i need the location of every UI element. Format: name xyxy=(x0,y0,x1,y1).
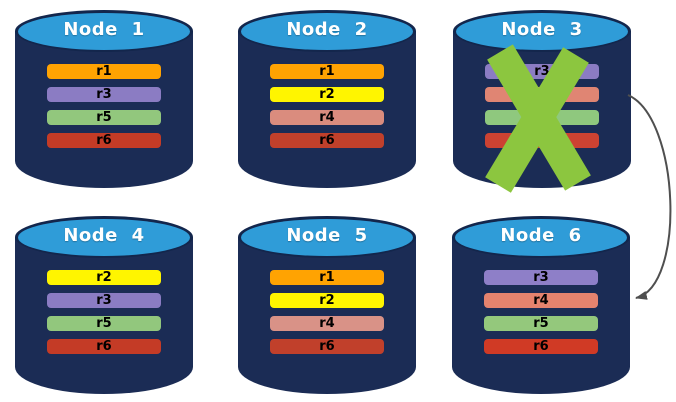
cylinder-top xyxy=(456,13,628,50)
failure-x-icon xyxy=(485,44,591,193)
node1-replica-r1: r1 xyxy=(47,64,161,79)
replica-label: r2 xyxy=(319,87,335,102)
node-3-title: Node 3 xyxy=(501,19,583,40)
replica-label: r2 xyxy=(319,293,335,308)
node4-replica-r6: r6 xyxy=(47,339,161,354)
cylinder-body xyxy=(452,237,630,394)
replica-label: r3 xyxy=(96,87,112,102)
node-2-title: Node 2 xyxy=(286,19,368,40)
node-1-cylinder: Node 1 r1 r3 r5 r6 xyxy=(15,10,193,188)
replica-label: r6 xyxy=(533,339,549,354)
replica-label: r3 xyxy=(534,64,550,79)
node-5-cylinder: Node 5 r1 r2 r4 r6 xyxy=(238,216,416,394)
node2-replica-r1: r1 xyxy=(270,64,384,79)
replica-label: r5 xyxy=(96,316,112,331)
node2-replica-r6: r6 xyxy=(270,133,384,148)
node4-replica-r2: r2 xyxy=(47,270,161,285)
cylinder-top xyxy=(241,219,413,256)
cylinder-body xyxy=(15,31,193,188)
replica-label: r4 xyxy=(319,110,335,125)
cylinder-top xyxy=(241,13,413,50)
cylinder-top xyxy=(455,219,627,256)
replica-label: r6 xyxy=(319,339,335,354)
node6-replica-r4: r4 xyxy=(484,293,598,308)
replica-label: r6 xyxy=(96,339,112,354)
replica-label: r1 xyxy=(319,64,335,79)
replica-label: r2 xyxy=(96,270,112,285)
replica-label: r5 xyxy=(96,110,112,125)
replica-label: r1 xyxy=(96,64,112,79)
node1-replica-r6: r6 xyxy=(47,133,161,148)
node5-replica-r2: r2 xyxy=(270,293,384,308)
replica-label: r3 xyxy=(96,293,112,308)
node-2-replica-list: r1 r2 r4 r6 xyxy=(270,64,384,148)
cylinder-top xyxy=(18,219,190,256)
node-5-replica-list: r1 r2 r4 r6 xyxy=(270,270,384,354)
node4-replica-r3: r3 xyxy=(47,293,161,308)
node-4-replica-list: r2 r3 r5 r6 xyxy=(47,270,161,354)
node-2-cylinder: Node 2 r1 r2 r4 r6 xyxy=(238,10,416,188)
cylinder-body xyxy=(238,31,416,188)
node-1-replica-list: r1 r3 r5 r6 xyxy=(47,64,161,148)
node2-replica-r2: r2 xyxy=(270,87,384,102)
cylinder-body xyxy=(15,237,193,394)
node5-replica-r6: r6 xyxy=(270,339,384,354)
node6-replica-r6: r6 xyxy=(484,339,598,354)
node-6-replica-list: r3 r4 r5 r6 xyxy=(484,270,598,354)
replica-label: r4 xyxy=(319,316,335,331)
node6-replica-r5: r5 xyxy=(484,316,598,331)
cylinder-body xyxy=(238,237,416,394)
replica-label: r3 xyxy=(533,270,549,285)
node-4-cylinder: Node 4 r2 r3 r5 r6 xyxy=(15,216,193,394)
replica-label: r6 xyxy=(96,133,112,148)
replica-label: r5 xyxy=(533,316,549,331)
node-6-title: Node 6 xyxy=(500,225,582,246)
node-5-title: Node 5 xyxy=(286,225,368,246)
node1-replica-r3: r3 xyxy=(47,87,161,102)
node5-replica-r4: r4 xyxy=(270,316,384,331)
failover-arrow-icon xyxy=(627,94,672,300)
replica-label: r6 xyxy=(319,133,335,148)
node5-replica-r1: r1 xyxy=(270,270,384,285)
node-6-cylinder: Node 6 r3 r4 r5 r6 xyxy=(452,216,630,394)
node6-replica-r3: r3 xyxy=(484,270,598,285)
cylinder-top xyxy=(18,13,190,50)
node1-replica-r5: r5 xyxy=(47,110,161,125)
replica-label: r4 xyxy=(533,293,549,308)
node-1-title: Node 1 xyxy=(63,19,145,40)
node4-replica-r5: r5 xyxy=(47,316,161,331)
replica-label: r1 xyxy=(319,270,335,285)
node-4-title: Node 4 xyxy=(63,225,145,246)
node2-replica-r4: r4 xyxy=(270,110,384,125)
